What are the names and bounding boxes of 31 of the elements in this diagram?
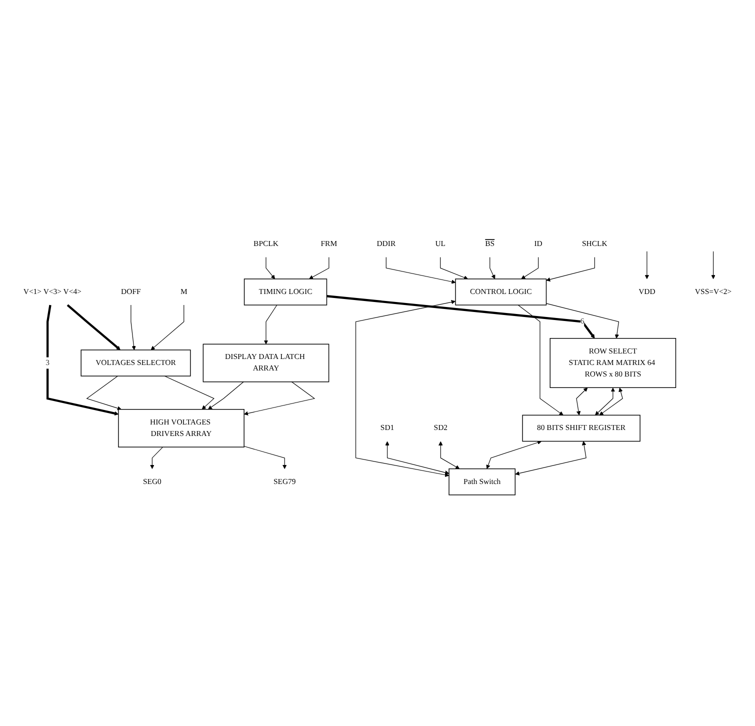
arrow xyxy=(546,303,620,339)
arrow xyxy=(66,304,120,350)
arrow xyxy=(594,388,616,416)
arrow xyxy=(386,256,456,284)
arrow xyxy=(355,300,456,477)
arrow xyxy=(576,388,588,416)
arrow xyxy=(385,441,450,475)
arrow xyxy=(266,256,276,280)
arrow xyxy=(150,304,184,350)
arrow xyxy=(208,382,244,410)
arrow xyxy=(440,256,468,280)
arrow xyxy=(264,304,278,344)
arrow xyxy=(518,304,564,416)
arrow xyxy=(86,376,122,410)
arrow xyxy=(521,256,539,280)
arrow xyxy=(711,251,716,280)
arrow xyxy=(150,446,164,469)
arrow xyxy=(326,295,595,339)
arrow xyxy=(438,441,460,469)
arrow xyxy=(244,446,287,469)
arrow xyxy=(244,382,316,416)
arrow xyxy=(515,441,586,476)
arrow xyxy=(486,440,542,469)
arrow xyxy=(546,256,595,282)
arrow xyxy=(644,251,650,280)
arrow xyxy=(309,256,330,280)
arrow xyxy=(130,304,136,350)
arrow xyxy=(46,304,119,416)
arrow xyxy=(599,388,623,416)
arrow xyxy=(164,376,214,410)
arrow xyxy=(490,256,496,280)
